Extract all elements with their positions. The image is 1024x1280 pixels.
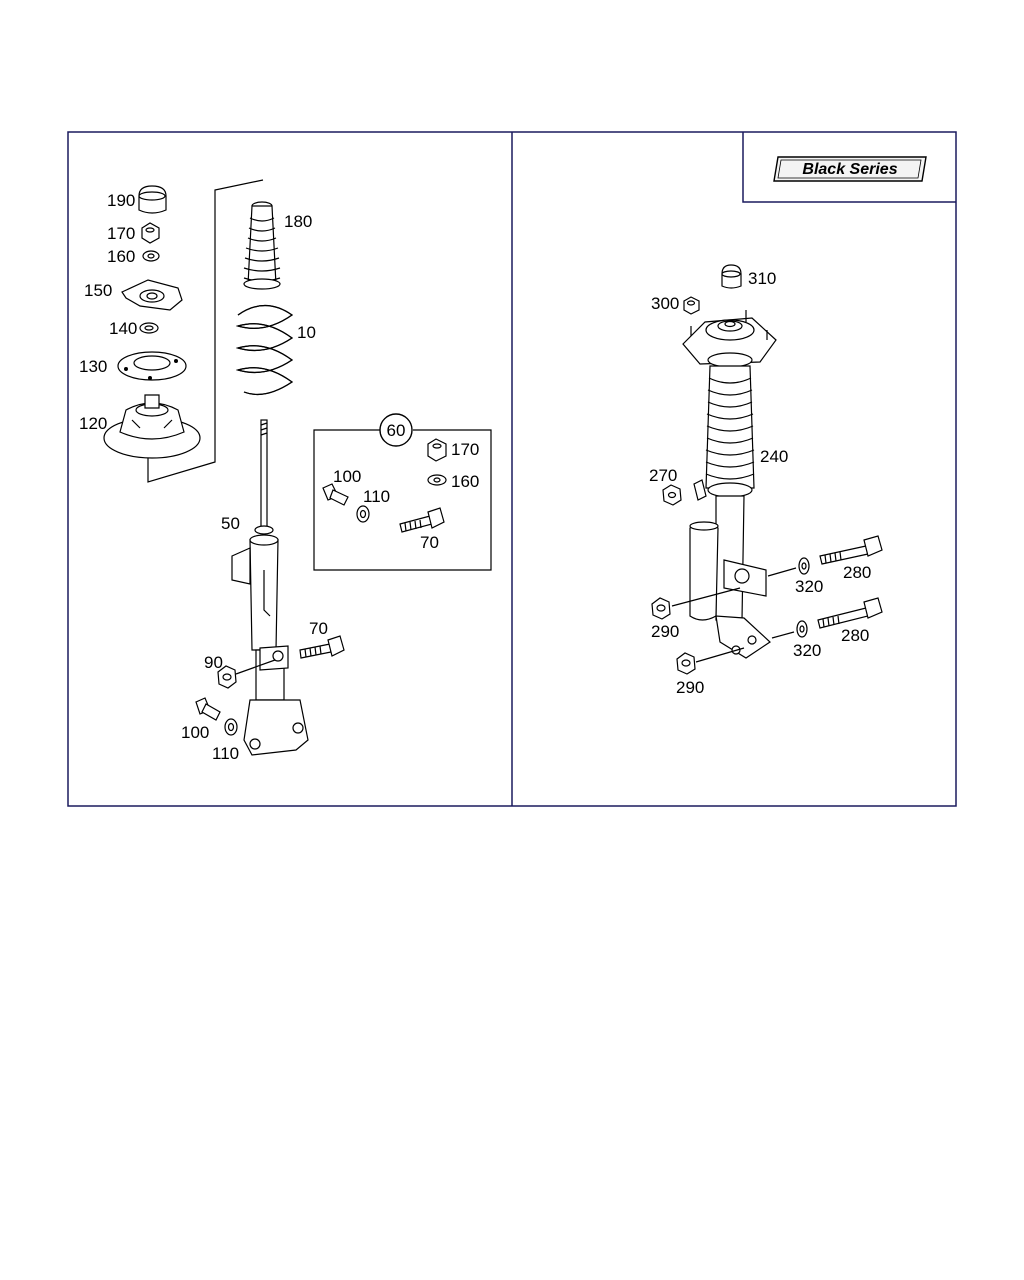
kit-60-box: 60 170 160 100 110 <box>313 413 492 571</box>
part-180-bellows <box>243 201 281 290</box>
kit-part-170-nut <box>427 438 447 462</box>
part-290-nut-lower <box>676 652 696 675</box>
part-140-ring <box>139 322 159 334</box>
part-70-bolt <box>299 635 345 659</box>
label-90: 90 <box>204 653 223 672</box>
right-panel: 310 300 240 <box>649 264 883 697</box>
badge-text: Black Series <box>802 161 897 178</box>
label-140: 140 <box>109 319 137 338</box>
leader-290-lower <box>695 647 745 663</box>
black-series-badge: Black Series <box>742 132 956 203</box>
label-120: 120 <box>79 414 107 433</box>
leader-lower <box>771 631 795 639</box>
kit-part-70-bolt <box>399 507 445 533</box>
label-240: 240 <box>760 447 788 466</box>
part-120-strut-mount <box>103 394 201 459</box>
kit-label-110: 110 <box>363 487 390 506</box>
left-panel: 190 170 160 150 140 <box>79 179 492 763</box>
part-310-cap <box>721 264 742 289</box>
kit-part-160-washer <box>427 474 447 486</box>
kit-label-170: 170 <box>451 440 479 459</box>
kit-label-70: 70 <box>420 533 439 552</box>
label-70: 70 <box>309 619 328 638</box>
part-290-nut-upper <box>651 597 671 620</box>
part-190-cap <box>138 185 167 214</box>
part-100-bolt <box>195 697 221 721</box>
label-170: 170 <box>107 224 135 243</box>
part-10-coil-spring <box>235 304 294 395</box>
kit-label-100: 100 <box>333 467 361 486</box>
label-10: 10 <box>297 323 316 342</box>
label-100: 100 <box>181 723 209 742</box>
kit-60-number: 60 <box>387 421 406 440</box>
kit-label-160: 160 <box>451 472 479 491</box>
label-110: 110 <box>212 744 239 763</box>
part-280-bolt-lower <box>817 597 883 629</box>
label-290-lower: 290 <box>676 678 704 697</box>
part-320-washer-upper <box>798 557 810 575</box>
label-300: 300 <box>651 294 679 313</box>
part-160-washer <box>142 250 160 262</box>
group-bracket <box>147 179 264 483</box>
part-280-bolt-upper <box>819 535 883 565</box>
label-280-lower: 280 <box>841 626 869 645</box>
label-160: 160 <box>107 247 135 266</box>
label-320-lower: 320 <box>793 641 821 660</box>
part-90-nut <box>217 659 276 689</box>
part-130-bearing-plate <box>117 351 187 381</box>
label-320-upper: 320 <box>795 577 823 596</box>
label-180: 180 <box>284 212 312 231</box>
label-190: 190 <box>107 191 135 210</box>
label-50: 50 <box>221 514 240 533</box>
part-300-nut <box>683 296 700 315</box>
label-150: 150 <box>84 281 112 300</box>
label-130: 130 <box>79 357 107 376</box>
leader-upper <box>767 567 797 577</box>
kit-part-110-washer <box>356 505 370 523</box>
part-320-washer-lower <box>796 620 808 638</box>
part-150-plate <box>121 279 183 311</box>
part-240-strut-assembly <box>682 310 777 659</box>
label-280-upper: 280 <box>843 563 871 582</box>
label-290-upper: 290 <box>651 622 679 641</box>
leader-290-upper <box>671 587 741 607</box>
label-270: 270 <box>649 466 677 485</box>
part-110-washer <box>224 718 238 736</box>
part-170-nut <box>141 222 160 244</box>
kit-60-badge <box>379 413 413 447</box>
label-310: 310 <box>748 269 776 288</box>
part-50-shock-absorber <box>231 419 309 756</box>
part-270-nut <box>662 484 682 506</box>
kit-part-100-bolt <box>322 483 349 506</box>
